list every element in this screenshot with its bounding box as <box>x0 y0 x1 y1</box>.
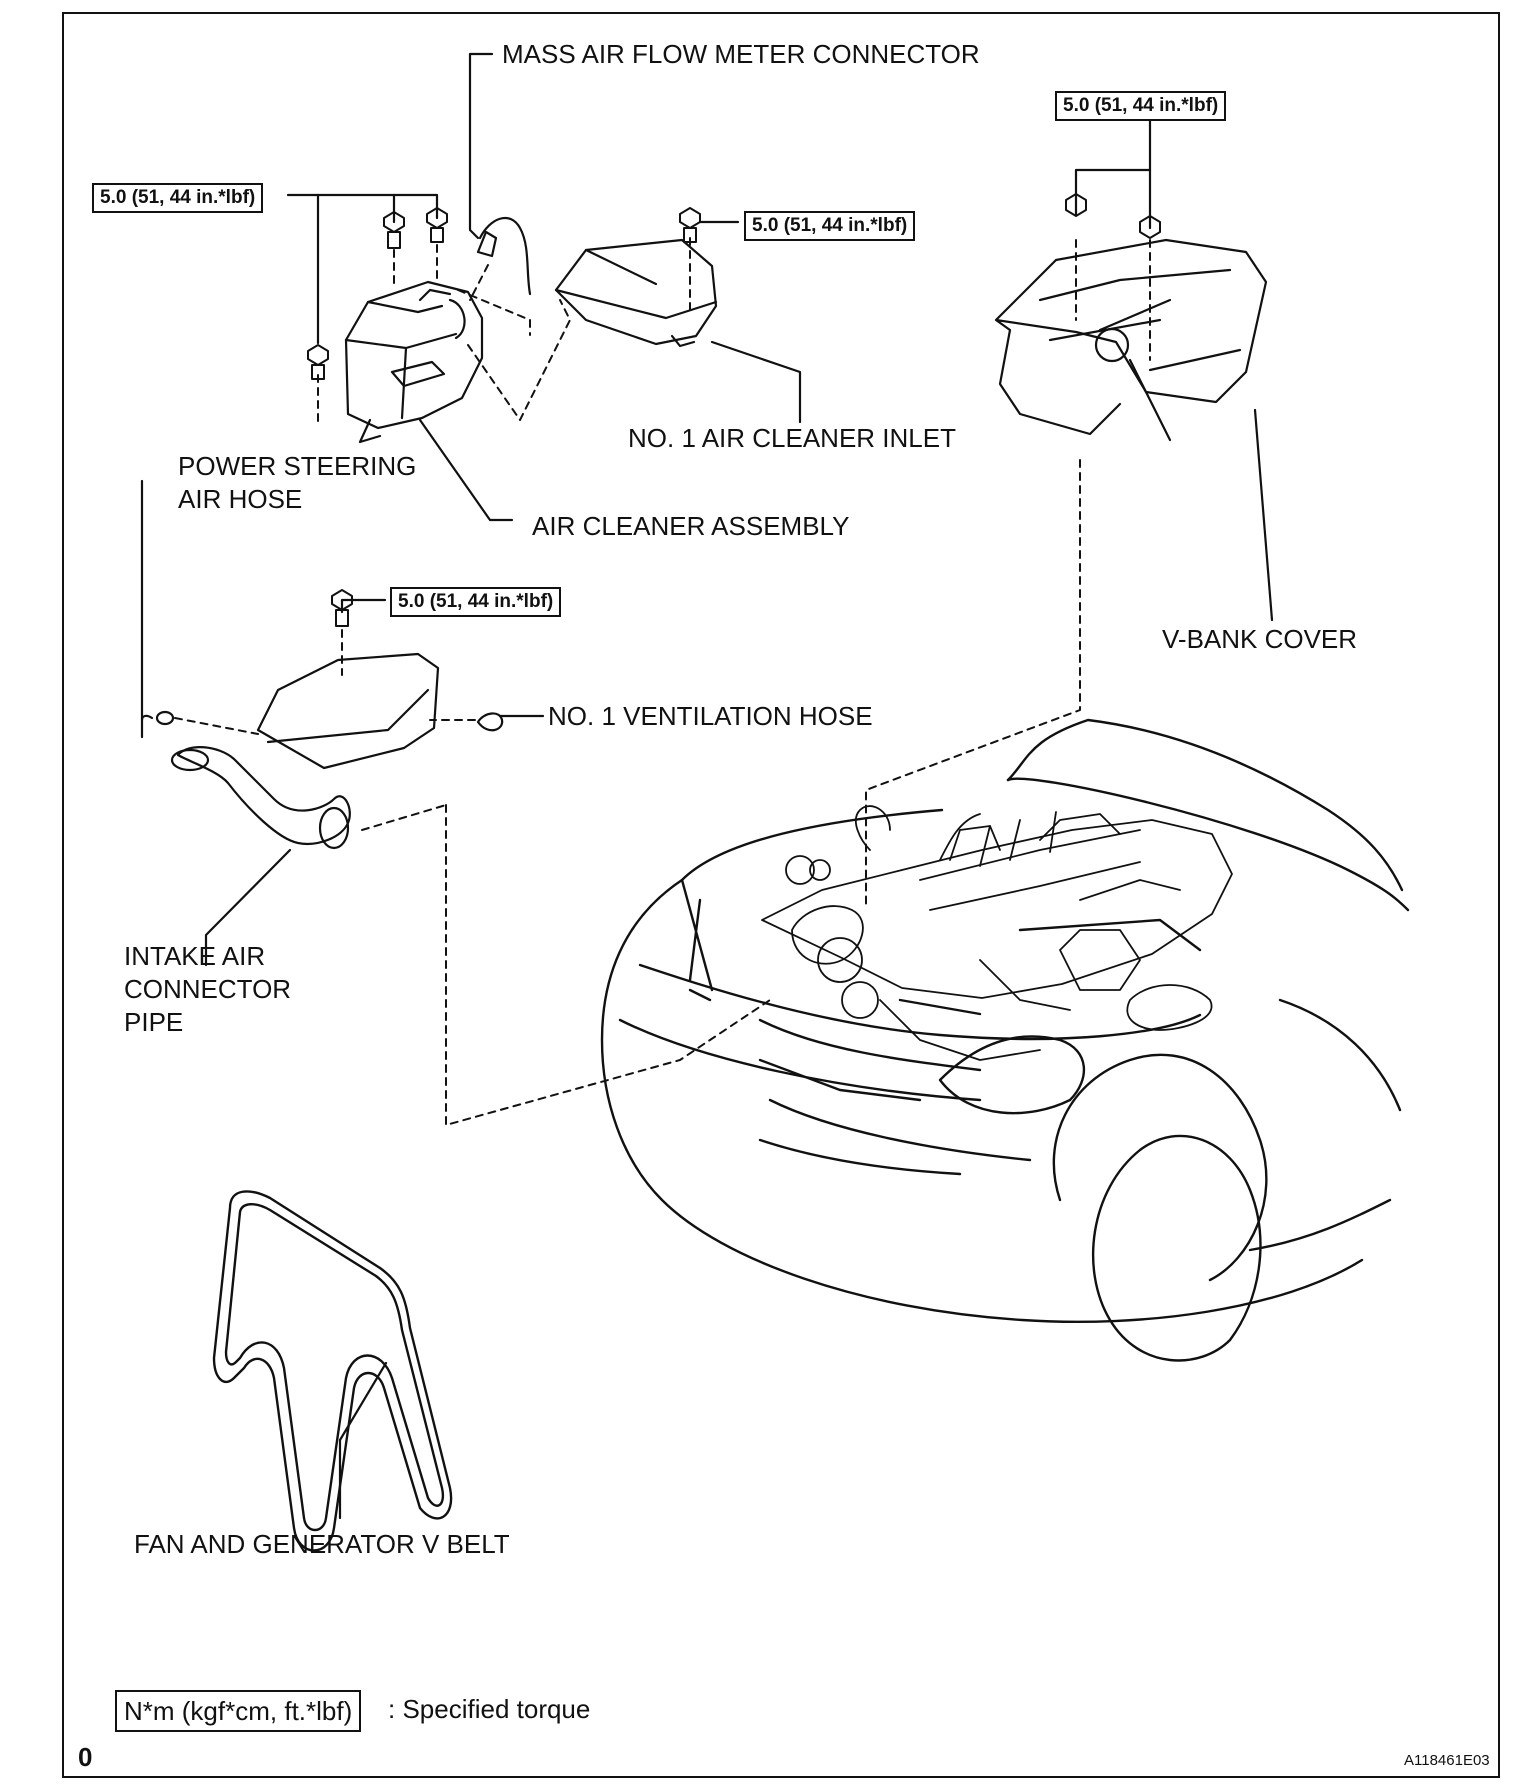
diagram-frame <box>62 12 1500 1778</box>
legend-torque-unit-box: N*m (kgf*cm, ft.*lbf) <box>115 1690 362 1732</box>
label-no1-air-cleaner-inlet: NO. 1 AIR CLEANER INLET <box>628 423 956 453</box>
air-cleaner-assembly <box>344 280 484 444</box>
torque-air-cleaner-bolts: 5.0 (51, 44 in.*lbf) <box>92 183 264 213</box>
car-illustration <box>600 718 1410 1362</box>
bolts <box>307 193 1161 627</box>
label-v-bank-cover: V-BANK COVER <box>1162 624 1358 654</box>
v-bank-cover <box>994 238 1268 442</box>
v-belt <box>212 1190 453 1552</box>
intake-pipe <box>140 652 504 850</box>
dashed-lines <box>174 237 1151 1126</box>
label-no1-ventilation-hose: NO. 1 VENTILATION HOSE <box>548 701 873 731</box>
figure-code: A118461E03 <box>1404 1752 1490 1769</box>
label-mass-air-flow-meter-connector: MASS AIR FLOW METER CONNECTOR <box>502 39 980 69</box>
torque-air-cleaner-inlet-bolt: 5.0 (51, 44 in.*lbf) <box>744 211 916 241</box>
torque-intake-pipe-bolt: 5.0 (51, 44 in.*lbf) <box>390 587 562 617</box>
label-intake-air-connector-pipe: INTAKE AIR CONNECTOR PIPE <box>124 941 292 1037</box>
footer-left-mark: 0 <box>78 1742 93 1772</box>
label-power-steering-air-hose: POWER STEERING AIR HOSE <box>178 451 417 514</box>
maf-connector <box>476 217 532 296</box>
legend-specified-torque-text: : Specified torque <box>388 1694 591 1724</box>
engine-bay <box>761 805 1233 1061</box>
air-cleaner-inlet <box>554 238 718 348</box>
label-fan-and-generator-v-belt: FAN AND GENERATOR V BELT <box>134 1529 510 1559</box>
label-air-cleaner-assembly: AIR CLEANER ASSEMBLY <box>532 511 850 541</box>
torque-v-bank-cover-nuts: 5.0 (51, 44 in.*lbf) <box>1055 91 1227 121</box>
leader-lines <box>140 52 1274 1520</box>
